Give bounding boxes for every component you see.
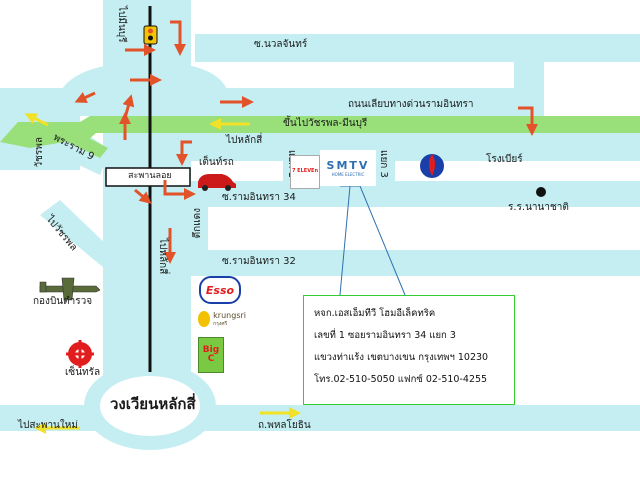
smtv-sub-text: HOME ELECTRIC — [331, 172, 365, 177]
label-car-tent: เต็นท์รถ — [199, 157, 234, 168]
road-lak-si — [190, 133, 640, 161]
airplane-icon — [39, 277, 101, 301]
seven-eleven-text: 7 ELEVEn — [291, 168, 319, 175]
label-tik-daeng: ตึกแดง — [192, 208, 203, 239]
label-to-lak-si: ไปหลักสี่ — [226, 135, 263, 146]
label-central: เซ็นทรัล — [65, 367, 101, 378]
info-connector-2 — [339, 185, 351, 296]
big-c-text: Big C — [202, 345, 220, 364]
route-arrows — [74, 20, 538, 264]
info-phone: โทร.02-510-5050 แฟกซ์ 02-510-4255 — [314, 374, 488, 385]
label-brewery: โรงเบียร์ — [486, 154, 523, 165]
bridge-box — [105, 167, 191, 187]
info-district: แขวงท่าแร้ง เขตบางเขน กรุงเทพฯ 10230 — [314, 352, 489, 363]
yellow-arrows — [24, 113, 301, 434]
label-roundabout: วงเวียนหลักสี่ — [110, 395, 196, 413]
krungsri-logo-icon: krungsri กรุงศรี — [198, 307, 246, 331]
road-soi-32 — [190, 250, 640, 276]
krungsri-text: krungsri — [213, 310, 246, 320]
label-school: ร.ร.นานาชาติ — [508, 202, 569, 213]
car-icon — [198, 174, 236, 191]
big-c-logo-icon: Big C — [198, 337, 224, 373]
label-soi-32: ซ.รามอินทรา 32 — [222, 256, 296, 267]
esso-logo-icon: Esso — [199, 276, 241, 304]
road-soi-34 — [190, 181, 640, 207]
label-watcharaphon: วัชรพล — [34, 137, 45, 168]
highway-diag — [40, 122, 108, 158]
krungsri-mark-icon — [198, 311, 211, 327]
smtv-logo-text: SMTV — [326, 159, 370, 172]
info-address: เลขที่ 1 ซอยรามอินทรา 34 แยก 3 — [314, 330, 456, 341]
info-connector — [340, 185, 406, 296]
seven-eleven-logo-icon: 7 ELEVEn — [290, 155, 320, 189]
brewery-logo-icon — [420, 154, 444, 178]
smtv-logo-icon: SMTV HOME ELECTRIC — [320, 150, 376, 186]
label-to-min-buri: ไปมีนบุรี — [116, 6, 127, 43]
label-expressway: ถนนเลียบทางด่วนรามอินทรา — [348, 99, 474, 110]
road-main-vertical — [103, 0, 191, 410]
central-logo-icon — [66, 340, 94, 368]
road-nuanchan — [195, 34, 640, 62]
label-phahonyothin: ถ.พหลโยธิน — [258, 420, 311, 431]
road-watcharaphon-diag — [40, 200, 110, 268]
traffic-light-icon — [143, 25, 158, 45]
highway-band — [0, 116, 640, 148]
road-yaek3 — [375, 145, 395, 185]
school-dot-icon — [536, 187, 546, 197]
label-overpass: สะพานลอย — [128, 171, 172, 181]
label-highway: ขึ้นไปวัชรพล-มีนบุรี — [283, 118, 368, 129]
label-police-aviation: กองบินตำรวจ — [33, 296, 93, 307]
label-soi-34: ซ.รามอินทรา 34 — [222, 192, 296, 203]
road-soi-tikdaeng — [190, 205, 208, 253]
krungsri-sub-text: กรุงศรี — [213, 320, 228, 327]
info-company: หจก.เอสเอ็มทีวี โฮมอีเล็คทริค — [314, 308, 436, 319]
label-to-saphan-mai: ไปสะพานใหม่ — [18, 420, 78, 431]
label-nuanchan: ซ.นวลจันทร์ — [254, 39, 308, 50]
address-info-box: หจก.เอสเอ็มทีวี โฮมอีเล็คทริค เลขที่ 1 ซ… — [303, 295, 515, 405]
label-to-lak-si-vertical: ไปหลักสี่ — [157, 238, 168, 275]
esso-text: Esso — [205, 283, 235, 297]
roundabout-center — [100, 376, 200, 436]
label-yaek-3: แยก 3 — [378, 150, 389, 178]
overpass-ring — [55, 62, 230, 108]
